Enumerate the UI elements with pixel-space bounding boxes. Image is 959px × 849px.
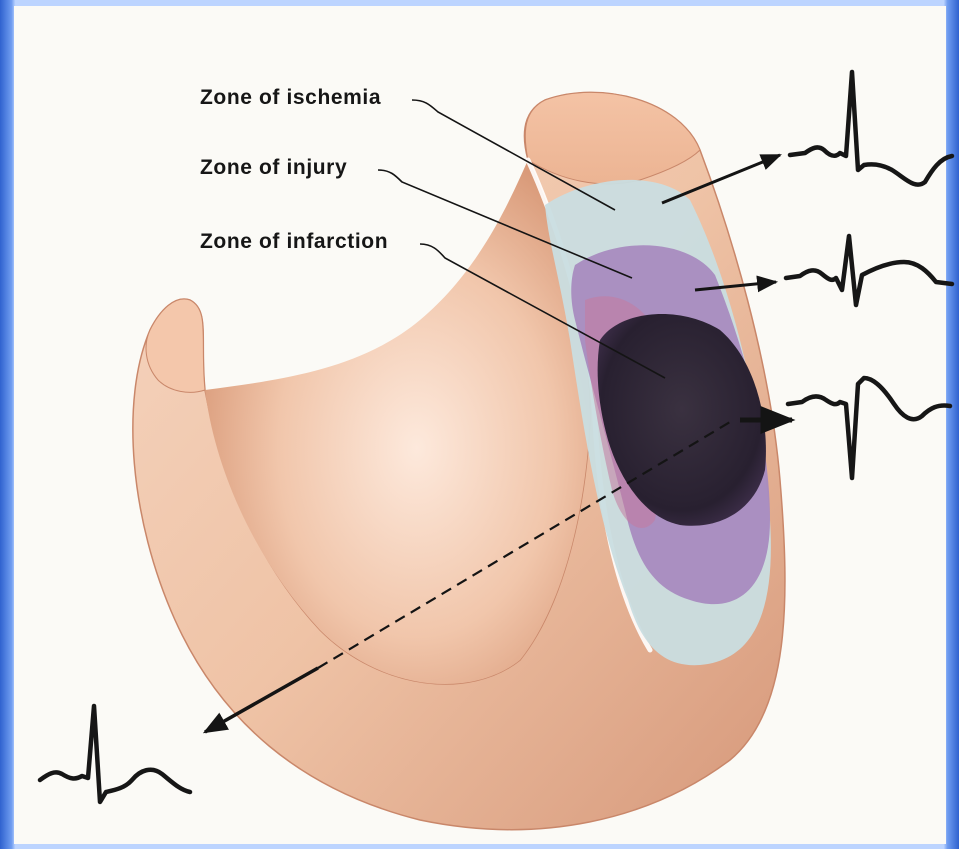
label-zone-infarction: Zone of infarction <box>200 230 388 254</box>
ecg-infarction-tracing <box>788 378 950 478</box>
ecg-normal-tracing <box>40 706 190 802</box>
label-zone-ischemia: Zone of ischemia <box>200 86 381 110</box>
ecg-injury-tracing <box>786 236 952 305</box>
ecg-ischemia-tracing <box>790 72 952 185</box>
label-zone-injury: Zone of injury <box>200 156 347 180</box>
